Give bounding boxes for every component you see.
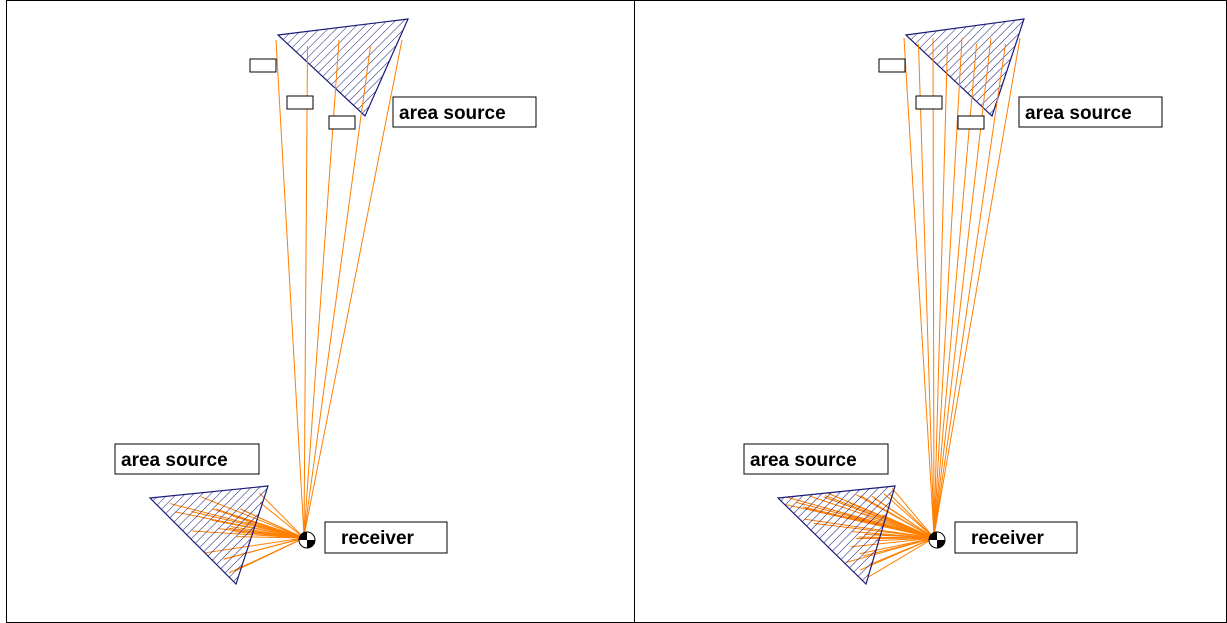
bottom-ray <box>859 537 935 571</box>
left-label-area-source-top: area source <box>399 103 506 124</box>
top-ray <box>932 37 935 537</box>
left-top-area-source <box>276 18 409 118</box>
left-obstacle-3 <box>328 115 356 130</box>
panel-right: area source area source receiver <box>743 18 1163 586</box>
top-ray <box>918 43 935 537</box>
left-receiver-icon <box>298 531 316 549</box>
top-ray <box>933 37 963 537</box>
bottom-ray <box>891 488 935 539</box>
right-top-rays <box>903 37 1021 537</box>
left-obstacle-2 <box>286 95 314 110</box>
right-top-area-source <box>904 18 1025 118</box>
right-bottom-area-source <box>776 485 896 586</box>
bottom-ray <box>259 502 305 539</box>
panel-left: area source area source receiver <box>114 18 537 586</box>
right-obstacle-3 <box>957 115 985 130</box>
right-label-area-source-bottom: area source <box>750 450 857 471</box>
left-bottom-area-source <box>148 485 269 586</box>
bottom-ray <box>881 514 935 539</box>
top-ray <box>303 45 308 537</box>
top-ray <box>303 39 403 537</box>
left-label-area-source-bottom: area source <box>121 450 228 471</box>
top-ray <box>903 37 935 537</box>
bottom-ray <box>258 492 305 539</box>
top-ray <box>933 37 992 537</box>
bottom-ray <box>888 493 935 539</box>
right-obstacle-1 <box>878 58 906 73</box>
bottom-ray <box>867 537 935 578</box>
top-ray <box>303 39 340 537</box>
right-label-receiver: receiver <box>971 528 1045 549</box>
top-ray <box>933 43 1006 537</box>
top-ray <box>933 43 948 537</box>
top-ray <box>933 37 1021 537</box>
left-top-rays <box>275 39 403 537</box>
right-obstacle-2 <box>915 95 943 110</box>
right-receiver-icon <box>928 531 946 549</box>
left-label-receiver: receiver <box>341 528 415 549</box>
top-ray <box>275 39 305 537</box>
right-label-area-source-top: area source <box>1025 103 1132 124</box>
panel-border-right <box>634 0 1227 623</box>
left-obstacle-1 <box>249 58 277 73</box>
bottom-ray <box>883 493 935 539</box>
panel-border-left <box>6 0 635 623</box>
top-ray <box>303 45 371 537</box>
